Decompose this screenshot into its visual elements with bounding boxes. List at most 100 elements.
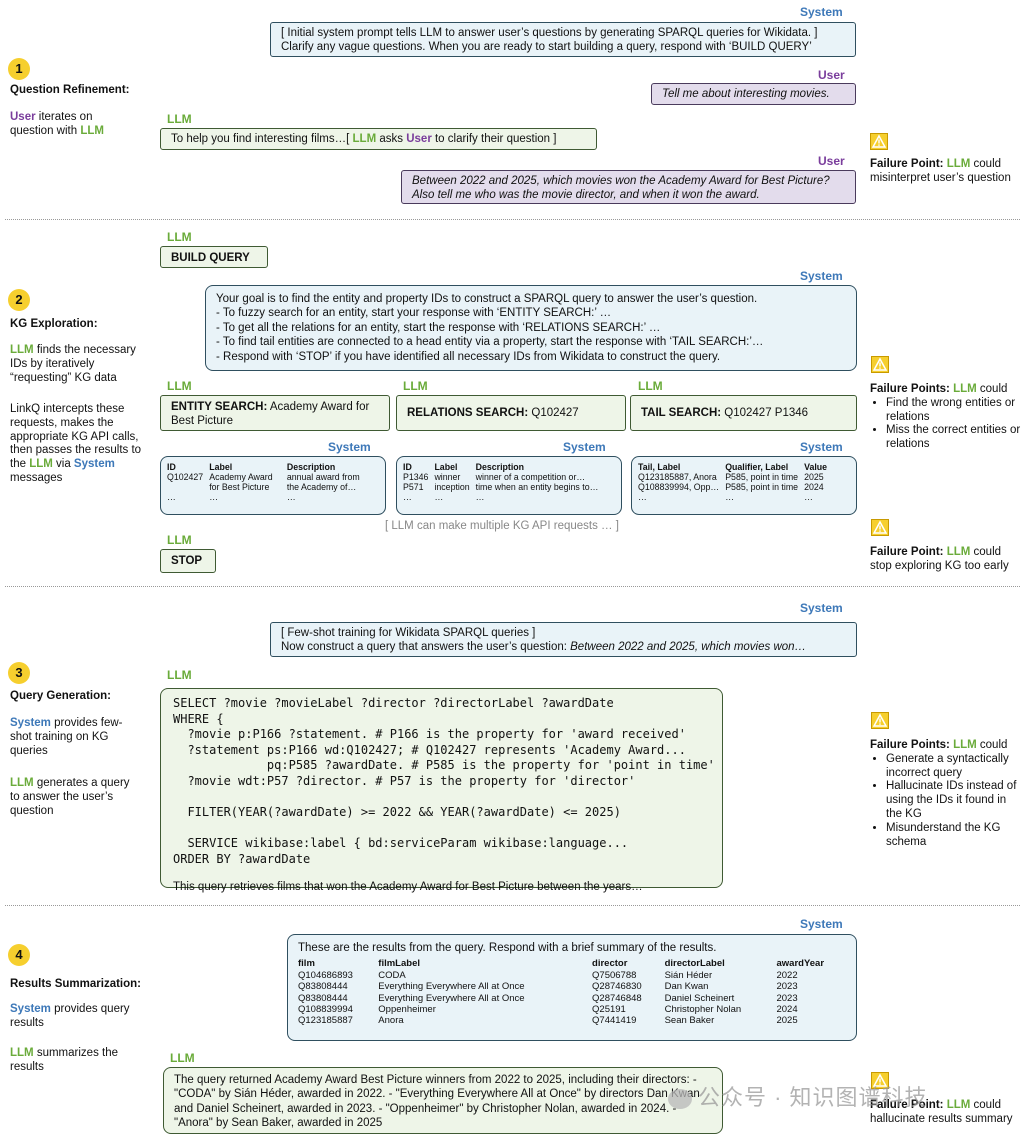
desc-text: finds the necessary IDs by iteratively “… xyxy=(10,344,136,384)
table-cell: 2022 xyxy=(776,969,798,981)
llm-role-label: LLM xyxy=(167,230,192,244)
table-cell: winner xyxy=(434,472,461,483)
table-cell: P585, point in time xyxy=(725,482,799,493)
desc-text: provides few-shot training on KG queries xyxy=(10,717,123,757)
llm-message-clarify: To help you find interesting films…[ LLM… xyxy=(160,128,597,150)
llm-role-label: LLM xyxy=(167,533,192,547)
sparql-query: SELECT ?movie ?movieLabel ?director ?dir… xyxy=(173,696,715,866)
column-header: Description xyxy=(286,462,336,472)
system-line: - To get all the relations for an entity… xyxy=(216,321,661,334)
table-cell: Q108839994, Opp… xyxy=(638,482,720,493)
step-number-2: 2 xyxy=(8,289,30,311)
user-role-label-2: User xyxy=(818,154,845,168)
section-divider-3 xyxy=(5,905,1020,906)
user-message-2: Between 2022 and 2025, which movies won … xyxy=(401,170,856,204)
table-cell: 2025 xyxy=(804,472,824,483)
relations-search-value: Q102427 xyxy=(528,407,579,419)
step-desc-2a: LLM finds the necessary IDs by iterative… xyxy=(10,344,148,385)
table-row: ……… xyxy=(403,492,604,502)
table-cell: 2023 xyxy=(776,981,798,993)
table-cell: … xyxy=(725,492,734,503)
step-desc-1: User iterates on question with LLM xyxy=(10,111,130,139)
failure-text: could xyxy=(976,383,1008,395)
entity-search-value: Academy Award for Best Picture xyxy=(171,401,370,428)
role-highlight: LLM xyxy=(29,458,53,471)
desc-text: iterates on question with xyxy=(10,111,93,137)
warning-icon xyxy=(871,519,889,536)
system-message-text: [ Initial system prompt tells LLM to ans… xyxy=(281,27,818,54)
failure-label: Failure Points: xyxy=(870,383,950,395)
failure-label: Failure Point: xyxy=(870,158,944,170)
system-line: Your goal is to find the entity and prop… xyxy=(216,293,758,305)
warning-icon xyxy=(871,356,889,373)
table-cell: Everything Everywhere All at Once xyxy=(378,981,525,993)
column-header: Qualifier, Label xyxy=(725,462,789,472)
failure-llm: LLM xyxy=(946,158,971,170)
table-cell: … xyxy=(804,492,813,503)
role-highlight: System xyxy=(10,1003,51,1015)
table-cell: P571 xyxy=(403,482,424,493)
table-cell: Everything Everywhere All at Once xyxy=(378,992,525,1004)
failure-text: could stop exploring KG too early xyxy=(870,546,1009,572)
table-cell: Academy Award for Best Picture xyxy=(209,472,273,493)
failure-point-1: Failure Point: LLM could misinterpret us… xyxy=(870,158,1025,186)
failure-point-4: Failure Point: LLM could hallucinate res… xyxy=(870,1099,1025,1127)
failure-item: Hallucinate IDs instead of using the IDs… xyxy=(886,780,1025,821)
step-desc-4a: System provides query results xyxy=(10,1003,130,1031)
system-line: [ Few-shot training for Wikidata SPARQL … xyxy=(281,627,536,639)
table-cell: winner of a competition or… xyxy=(475,472,586,483)
system-role-label: System xyxy=(800,917,843,931)
step-title-4: Results Summarization: xyxy=(10,978,141,990)
role-highlight: LLM xyxy=(10,1047,34,1059)
table-cell: annual award from the Academy of… xyxy=(286,472,360,493)
llm-text-mid: asks xyxy=(376,133,407,145)
llm-role-label: LLM xyxy=(638,379,663,393)
tail-search-value: Q102427 P1346 xyxy=(721,407,809,419)
table-cell: … xyxy=(167,492,176,503)
column-header: Description xyxy=(475,462,525,472)
wechat-icon xyxy=(668,1089,692,1110)
table-cell: Anora xyxy=(378,1015,404,1027)
system-role-label: System xyxy=(800,440,843,454)
system-line: - Respond with ‘STOP’ if you have identi… xyxy=(216,350,721,363)
system-role-label: System xyxy=(328,440,371,454)
column-header: Value xyxy=(804,462,828,472)
role-highlight: LLM xyxy=(10,777,34,789)
table-cell: … xyxy=(475,492,485,503)
table-cell: Q7441419 xyxy=(592,1015,637,1027)
desc-text: provides query results xyxy=(10,1003,130,1029)
failure-points-3: Failure Points: LLM could Generate a syn… xyxy=(870,739,1025,849)
multiple-requests-note: [ LLM can make multiple KG API requests … xyxy=(385,520,619,532)
column-header: Label xyxy=(434,462,458,472)
desc-text: LinkQ intercepts these requests, makes t… xyxy=(10,403,142,471)
system-role-label: System xyxy=(800,269,843,283)
table-cell: Q28746848 xyxy=(592,992,642,1004)
system-role-label: System xyxy=(800,601,843,615)
llm-role-label: LLM xyxy=(403,379,428,393)
llm-role-label: LLM xyxy=(170,1051,195,1065)
step-number-3: 3 xyxy=(8,662,30,684)
user-message-text: Between 2022 and 2025, which movies won … xyxy=(412,175,830,202)
column-header: awardYear xyxy=(776,958,825,970)
desc-text: summarizes the results xyxy=(10,1047,118,1073)
stop-message: STOP xyxy=(160,549,216,573)
table-cell: Sean Baker xyxy=(664,1015,715,1027)
step-desc-3a: System provides few-shot training on KG … xyxy=(10,717,132,758)
system-message-results: These are the results from the query. Re… xyxy=(287,934,857,1041)
table-cell: Oppenheimer xyxy=(378,1003,436,1015)
llm-summary-message: The query returned Academy Award Best Pi… xyxy=(163,1067,723,1134)
watermark: 公众号 · 知识图谱科技 xyxy=(668,1080,928,1112)
user-message-1: Tell me about interesting movies. xyxy=(651,83,856,105)
table-row: ……… xyxy=(638,492,833,502)
system-line: These are the results from the query. Re… xyxy=(298,942,717,954)
warning-icon xyxy=(871,1072,889,1089)
